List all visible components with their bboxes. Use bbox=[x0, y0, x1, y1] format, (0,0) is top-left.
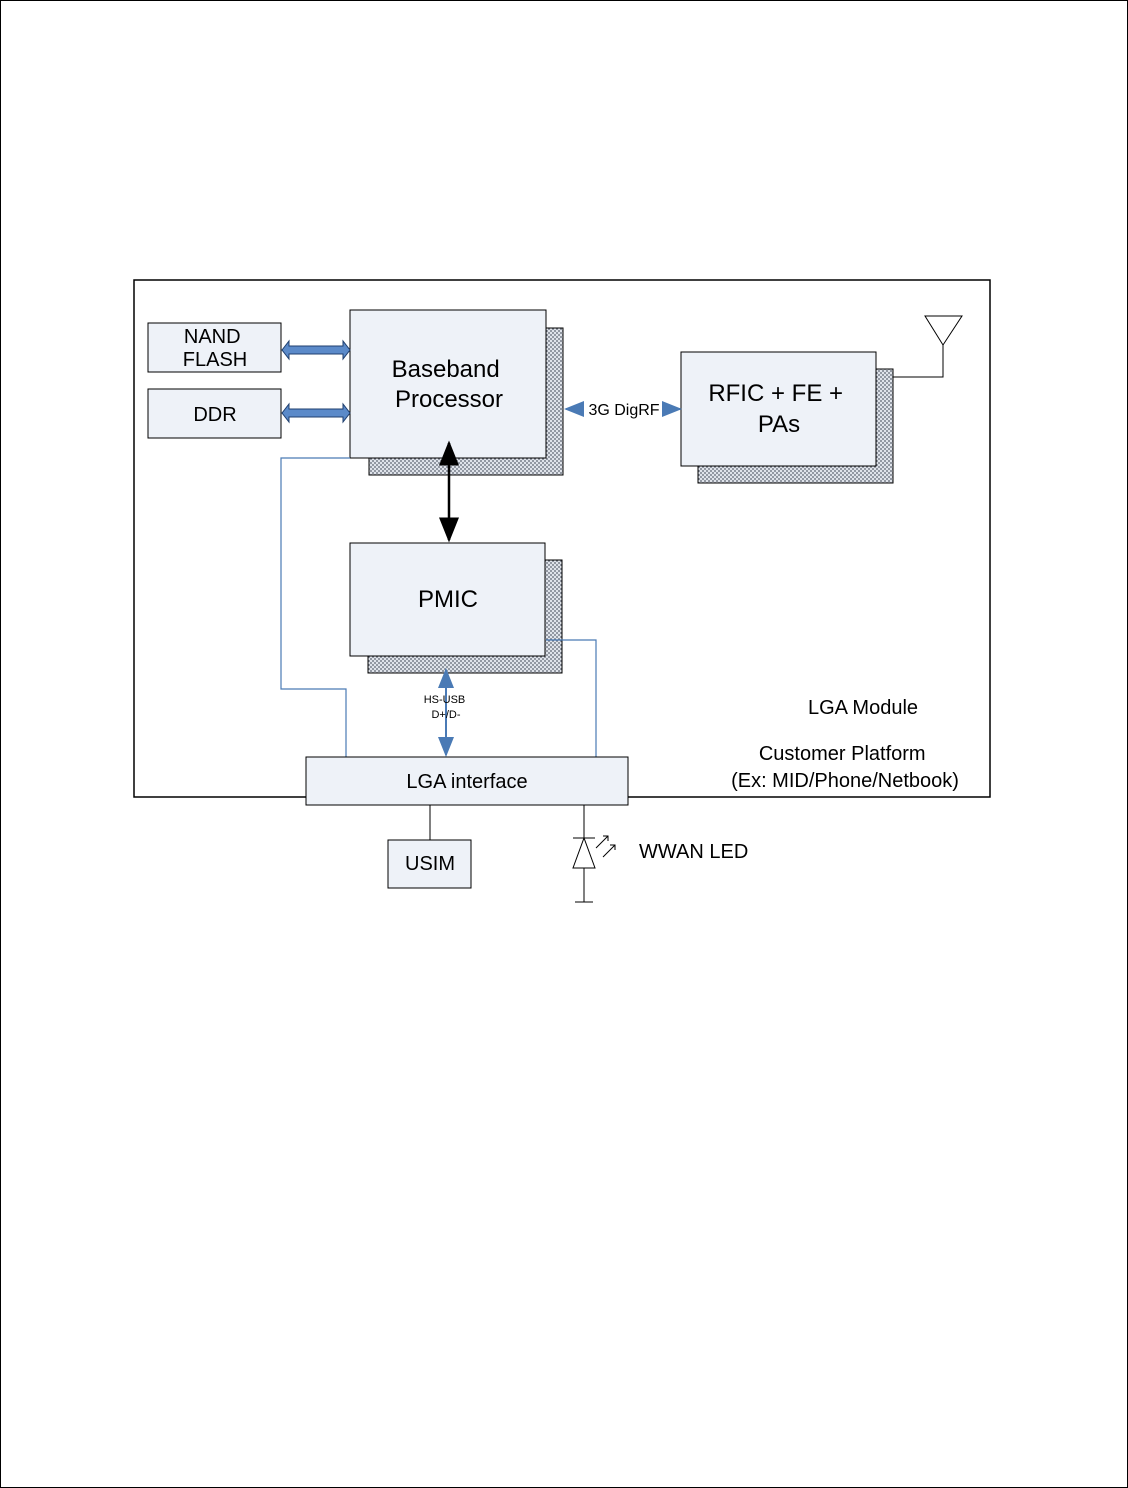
hs-usb-label-line2: D+/D- bbox=[431, 709, 460, 721]
baseband-to-lga-wire bbox=[281, 458, 350, 757]
nand-flash-label-line2: FLASH bbox=[183, 349, 247, 371]
baseband-label-line1: Baseband bbox=[392, 356, 500, 383]
antenna-icon bbox=[893, 316, 962, 377]
svg-text:Customer Platform (Ex: MID: Customer Platform (Ex: MID/Phone/Netbook… bbox=[731, 743, 959, 792]
lga-interface-label: LGA interface bbox=[406, 771, 527, 793]
rfic-label-line2: PAs bbox=[758, 411, 800, 438]
svg-text:NAND FLASH: NAND FLASH bbox=[183, 326, 247, 371]
customer-platform-label: Customer Platform bbox=[759, 743, 926, 765]
usim-label: USIM bbox=[405, 853, 455, 875]
nand-flash-label-line1: NAND bbox=[184, 326, 241, 348]
customer-platform-example: (Ex: MID/Phone/Netbook) bbox=[731, 770, 959, 792]
led-icon bbox=[573, 805, 615, 902]
wwan-led-label: WWAN LED bbox=[639, 841, 748, 863]
ddr-label: DDR bbox=[193, 404, 236, 426]
baseband-box bbox=[350, 310, 546, 458]
pmic-label: PMIC bbox=[418, 586, 478, 613]
lga-module-label: LGA Module bbox=[808, 697, 918, 719]
baseband-label-line2: Processor bbox=[395, 386, 503, 413]
digrf-label: 3G DigRF bbox=[588, 402, 659, 419]
rfic-label-line1: RFIC + FE + bbox=[708, 380, 843, 407]
nand-bus-arrow bbox=[282, 341, 350, 359]
ddr-bus-arrow bbox=[282, 404, 350, 422]
hs-usb-label-line1: HS-USB bbox=[424, 694, 466, 706]
rfic-box bbox=[681, 352, 876, 466]
